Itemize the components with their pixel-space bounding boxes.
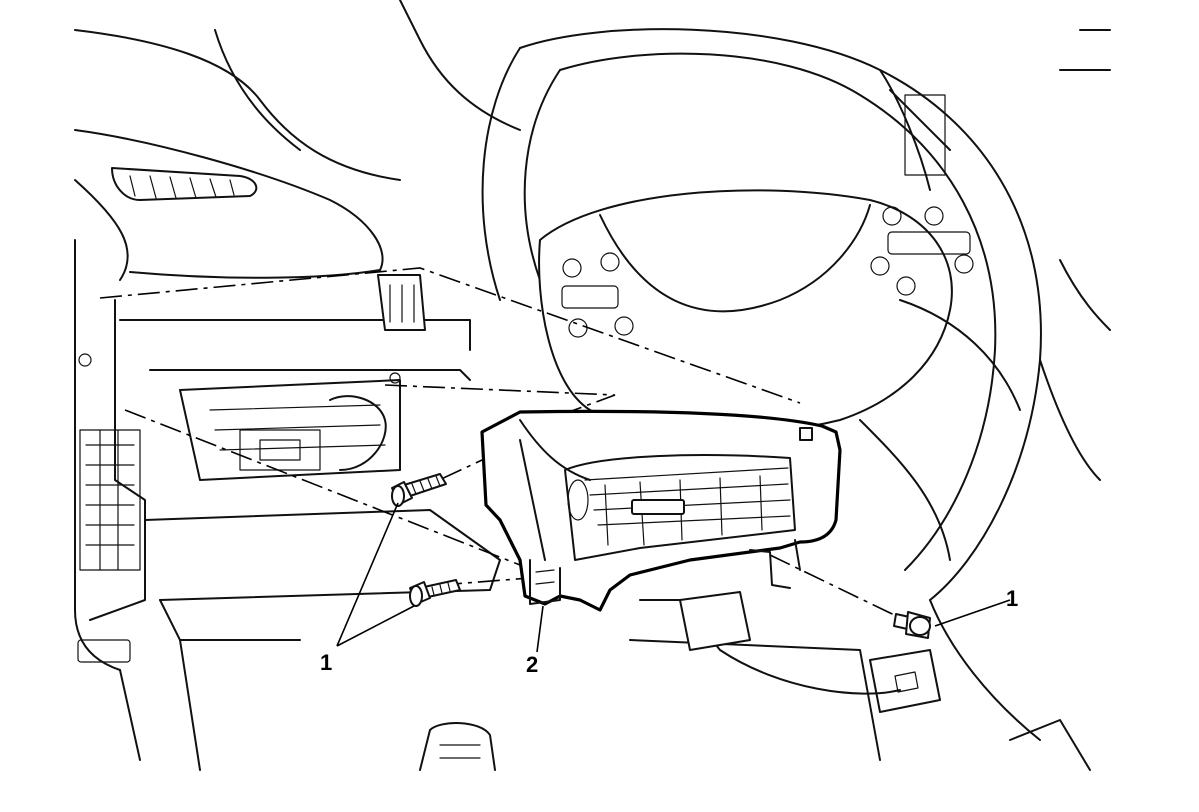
bolt-lower-left xyxy=(409,579,461,607)
defrost-vent-outlet xyxy=(111,167,258,201)
instrument-panel-structure xyxy=(74,239,1091,771)
bolt-upper-left xyxy=(391,473,447,507)
vent-assembly-part xyxy=(480,409,842,612)
column-switch xyxy=(904,94,946,176)
fuse-block xyxy=(79,429,141,571)
dashboard-upper xyxy=(74,0,1111,331)
callout-leaders xyxy=(336,502,1011,653)
vent-louver-tab xyxy=(631,499,685,515)
diagnostic-connector xyxy=(77,639,131,663)
steering-wheel xyxy=(481,28,1101,741)
steering-controls-right xyxy=(870,206,974,296)
callout-fastener-right: 1 xyxy=(1006,586,1018,611)
bolt-right xyxy=(893,611,931,639)
vent-adjuster-knob xyxy=(567,479,589,521)
pedal xyxy=(419,722,496,771)
column-bracket xyxy=(679,591,751,651)
callout-fastener-left: 1 xyxy=(320,650,332,675)
callout-vent-assembly: 2 xyxy=(526,652,538,677)
